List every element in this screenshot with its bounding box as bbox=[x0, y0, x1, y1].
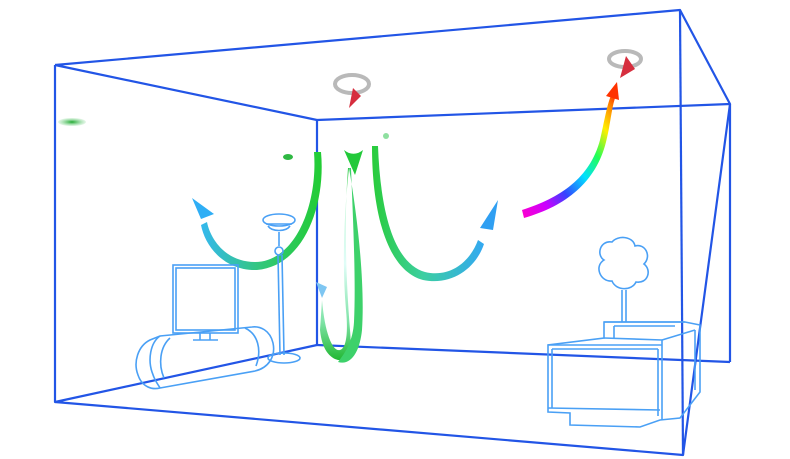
airflow-arrow-icon bbox=[522, 82, 619, 218]
right-vertical-edge bbox=[678, 9, 685, 456]
tree-decoration-icon bbox=[598, 236, 649, 322]
airflow-arrow-icon bbox=[316, 146, 498, 363]
ceiling-vent-icon bbox=[607, 49, 643, 78]
back-left-ceiling-edge bbox=[54, 63, 318, 122]
airflow-particle bbox=[283, 154, 293, 160]
ceiling-vent-icon bbox=[333, 73, 371, 108]
back-wall-ceiling-edge bbox=[316, 102, 731, 122]
back-floor-edge bbox=[316, 343, 731, 364]
floor-lamp-icon bbox=[262, 213, 301, 364]
tv-cabinet-icon bbox=[135, 326, 275, 390]
airflow-particle bbox=[383, 133, 389, 139]
sofa-icon bbox=[547, 321, 701, 428]
tv-icon bbox=[172, 264, 239, 341]
airflow-arrow-icon bbox=[192, 152, 322, 271]
room-outer-outline bbox=[53, 8, 732, 457]
airflow-particle bbox=[58, 118, 86, 126]
